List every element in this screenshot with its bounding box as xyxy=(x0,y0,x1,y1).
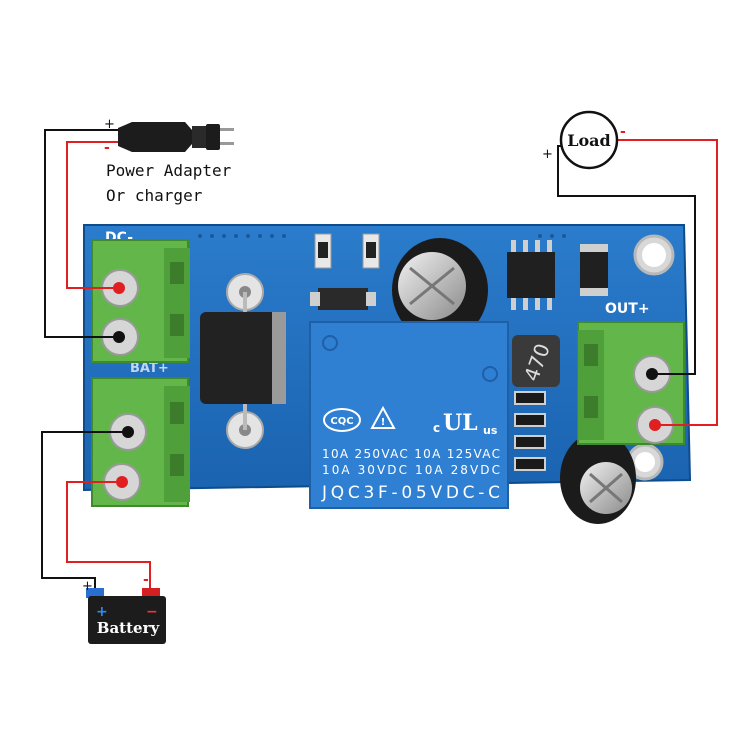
smd-resistors xyxy=(514,391,546,471)
inductor: 470 xyxy=(512,335,560,387)
load-label: Load xyxy=(567,131,610,150)
smd-led xyxy=(314,233,332,269)
relay-rating-line1: 10A 250VAC 10A 125VAC xyxy=(322,447,500,461)
svg-text:−: − xyxy=(146,604,158,620)
mounting-hole xyxy=(633,234,675,276)
load-plus-label: + xyxy=(542,147,553,162)
capacitor-small xyxy=(560,432,636,524)
power-adapter xyxy=(118,122,234,152)
capacitor-large xyxy=(392,238,488,342)
svg-text:!: ! xyxy=(381,417,386,428)
battery-label: Battery xyxy=(97,619,161,637)
wire-adapter-negative xyxy=(44,129,120,338)
relay-model: JQC3F-05VDC-C xyxy=(321,483,500,503)
wire-battery-positive xyxy=(66,481,151,592)
smd-led xyxy=(362,233,380,269)
load-minus-label: - xyxy=(620,124,626,140)
battery-minus-label: - xyxy=(143,572,149,588)
bat-plus-label: BAT+ xyxy=(130,361,169,376)
adapter-minus-label: - xyxy=(104,140,110,156)
adapter-plus-label: + xyxy=(104,117,115,132)
wire-load-positive xyxy=(616,139,718,426)
ul-mark: UL xyxy=(443,410,478,436)
cqc-mark: CQC xyxy=(330,416,353,427)
ul-c: c xyxy=(433,421,440,435)
svg-text:+: + xyxy=(96,604,108,620)
wire-battery-negative xyxy=(41,431,128,592)
warning-icon xyxy=(370,405,396,429)
battery: Battery + − xyxy=(86,588,166,644)
wire-adapter-positive xyxy=(66,141,120,289)
load-symbol: Load xyxy=(559,110,619,170)
relay-rating-line2: 10A 30VDC 10A 28VDC xyxy=(322,463,500,477)
ul-us: us xyxy=(483,424,498,437)
terminal-screw-positive[interactable] xyxy=(101,269,139,307)
smd-diode xyxy=(580,244,608,296)
smd-diode xyxy=(310,288,376,310)
terminal-block-battery xyxy=(91,377,190,507)
ic-chip xyxy=(507,240,555,310)
adapter-label-line1: Power Adapter xyxy=(106,161,232,180)
relay: CQC ! c UL us 10A 250VAC 10A 125VAC 10A … xyxy=(309,321,509,509)
axial-diode xyxy=(200,273,286,449)
wire-load-negative xyxy=(557,145,696,375)
battery-plus-label: + xyxy=(82,579,93,594)
adapter-label-line2: Or charger xyxy=(106,186,203,205)
mounting-hole xyxy=(626,443,664,481)
out-plus-label: OUT+ xyxy=(605,301,650,317)
